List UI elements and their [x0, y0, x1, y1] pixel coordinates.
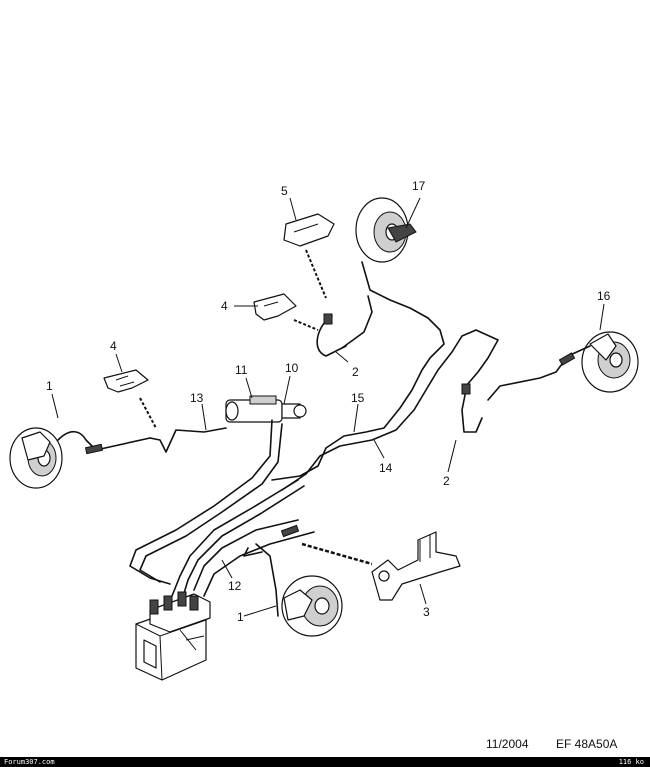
- clip-4-upper: [253, 293, 297, 321]
- footer-bar: [0, 757, 650, 767]
- rear-right-brake-assembly: [355, 197, 417, 263]
- callout-4-upper: 4: [221, 299, 228, 313]
- callout-15: 15: [351, 391, 365, 405]
- callout-1-front-right: 1: [237, 610, 244, 624]
- leader-lines: [51, 197, 605, 617]
- callout-2-lower: 2: [443, 474, 450, 488]
- callout-11: 11: [235, 363, 248, 377]
- clip-5: [283, 213, 335, 247]
- callout-2-upper: 2: [352, 365, 359, 379]
- callout-10: 10: [285, 361, 299, 375]
- diagram-date: 11/2004: [486, 737, 529, 751]
- callout-16: 16: [597, 289, 611, 303]
- callout-14: 14: [379, 461, 393, 475]
- diagram-reference: EF 48A50A: [556, 737, 617, 751]
- callout-13: 13: [190, 391, 204, 405]
- callout-1-front-left: 1: [46, 379, 53, 393]
- callout-12: 12: [228, 579, 242, 593]
- front-left-brake-assembly: [9, 427, 63, 489]
- footer-site-label: Forum307.com: [4, 758, 55, 766]
- callout-4-left: 4: [110, 339, 117, 353]
- footer-file-size: 116 ko: [618, 758, 644, 766]
- callout-3: 3: [423, 605, 430, 619]
- clip-4-left: [103, 369, 149, 393]
- rear-left-brake-assembly: [581, 331, 639, 393]
- front-right-brake-assembly: [281, 575, 343, 637]
- brake-master-cylinder: [225, 395, 307, 423]
- flex-hose-front-left: [57, 430, 151, 451]
- callout-5: 5: [281, 184, 288, 198]
- abs-hydraulic-unit: [135, 591, 211, 681]
- bracket-3: [371, 531, 461, 601]
- callout-17: 17: [412, 179, 426, 193]
